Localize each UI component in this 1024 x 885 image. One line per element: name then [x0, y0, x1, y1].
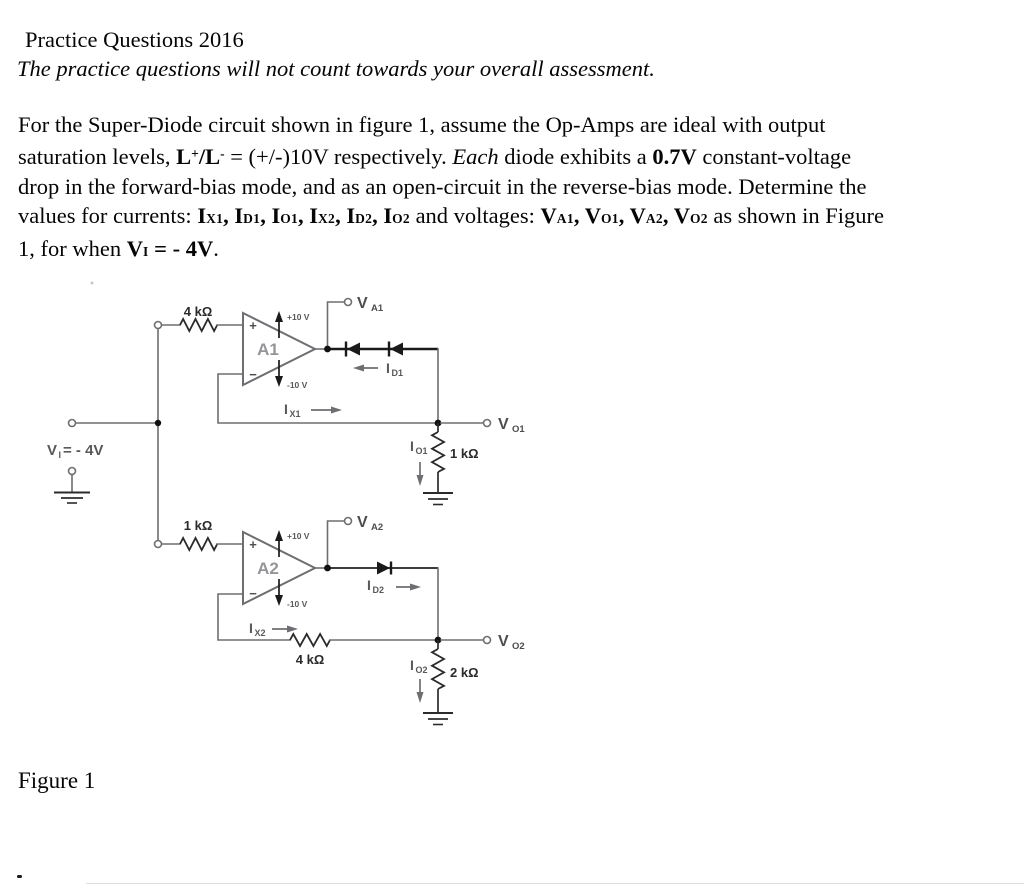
intro-paragraph: For the Super-Diode circuit shown in fig… [18, 110, 1022, 266]
node-dot [324, 345, 331, 353]
resistor-load1 [430, 431, 446, 473]
wire-va1-branch [326, 301, 345, 350]
io1-arrowhead [416, 475, 424, 486]
resistor-input1-label: 4 kΩ [184, 304, 213, 319]
page-bottom-edge [86, 883, 1024, 884]
node-terminal [153, 320, 163, 330]
intro-line: saturation levels, L+/L- = (+/-)10V resp… [18, 144, 852, 170]
ground-icon [423, 492, 453, 506]
minus-input-sign: − [249, 367, 257, 382]
supply-neg-arrowhead [275, 595, 283, 606]
page-title: Practice Questions 2016 [25, 27, 244, 52]
resistor-input2 [179, 536, 218, 552]
resistor-input2-label: 1 kΩ [184, 518, 213, 533]
io1-label: I [410, 438, 414, 454]
circuit-figure: V I = - 4V 4 kΩ + − A1 +10 V [47, 281, 525, 726]
id2-label-sub: D2 [373, 585, 385, 595]
wire-va2-branch [326, 520, 345, 569]
resistor-input1 [179, 317, 218, 333]
resistor-load1-label: 1 kΩ [450, 446, 479, 461]
ix1-label-sub: X1 [290, 409, 301, 419]
io2-label-sub: O2 [416, 665, 428, 675]
plus-input-sign: + [249, 318, 257, 333]
id1-label-sub: D1 [392, 368, 404, 378]
figure-caption: Figure 1 [18, 768, 96, 793]
ix2-arrowhead [287, 625, 298, 633]
resistor-load2-label: 2 kΩ [450, 665, 479, 680]
vo1-terminal [482, 418, 492, 428]
stage-a1: 4 kΩ + − A1 +10 V -10 V V A1 I [153, 295, 525, 506]
resistor-load2 [430, 648, 446, 690]
vin-label: V [47, 442, 57, 459]
intro-line: values for currents: IX1, ID1, IO1, IX2,… [18, 203, 885, 229]
junction-dot [154, 419, 162, 427]
minus-input-sign: − [249, 586, 257, 601]
vo2-label-sub: O2 [512, 641, 525, 652]
supply-neg-arrowhead [275, 376, 283, 387]
ix1-label: I [284, 401, 288, 417]
supply-neg-label: -10 V [287, 599, 308, 609]
intro-line: 1, for when VI = - 4V. [18, 235, 219, 261]
opamp-a2-label: A2 [257, 559, 279, 578]
ix1-arrowhead [331, 406, 342, 414]
ground-terminal [67, 466, 77, 476]
intro-line: For the Super-Diode circuit shown in fig… [18, 112, 826, 137]
io2-arrowhead [416, 692, 424, 703]
vo1-label-sub: O1 [512, 424, 525, 435]
intro-line: drop in the forward-bias mode, and as an… [18, 173, 867, 199]
diode2-icon [377, 561, 390, 575]
supply-pos-arrowhead [275, 311, 283, 322]
diode1b-icon [390, 342, 403, 356]
feedback-wire-a1 [217, 373, 439, 424]
vo2-label: V [498, 633, 509, 650]
vo2-terminal [482, 635, 492, 645]
ix2-label-sub: X2 [255, 628, 266, 638]
io1-label-sub: O1 [416, 446, 428, 456]
va2-label-sub: A2 [371, 522, 383, 533]
opamp-a1-label: A1 [257, 340, 279, 359]
supply-pos-label: +10 V [287, 312, 310, 322]
input-source: V I = - 4V [47, 327, 162, 541]
vin-label-sub: I [59, 450, 62, 460]
id2-label: I [367, 577, 371, 593]
resistor-feedback2-label: 4 kΩ [296, 652, 325, 667]
stage-a2: 1 kΩ + − A2 +10 V -10 V V A2 I D2 [153, 514, 525, 726]
input-terminal [67, 418, 77, 428]
ix2-label: I [249, 620, 253, 636]
vin-label-value: = - 4V [63, 442, 103, 459]
vo1-label: V [498, 416, 509, 433]
supply-neg-label: -10 V [287, 380, 308, 390]
node-terminal [153, 539, 163, 549]
resistor-feedback2 [289, 632, 331, 648]
supply-pos-label: +10 V [287, 531, 310, 541]
stray-mark [17, 875, 22, 878]
io2-label: I [410, 657, 414, 673]
id1-label: I [386, 360, 390, 376]
page-subtitle: The practice questions will not count to… [17, 56, 655, 81]
va1-label: V [357, 295, 368, 312]
va1-label-sub: A1 [371, 303, 384, 314]
ground-icon [54, 491, 90, 504]
diode1a-icon [347, 342, 360, 356]
plus-input-sign: + [249, 537, 257, 552]
ground-icon [423, 712, 453, 726]
id1-arrowhead [353, 364, 364, 372]
scan-artifact-dot [90, 281, 94, 285]
va2-label: V [357, 514, 368, 531]
node-dot [324, 564, 331, 572]
va2-terminal [343, 516, 353, 526]
va1-terminal [343, 297, 353, 307]
feedback-wire-a2 [217, 593, 291, 641]
supply-pos-arrowhead [275, 530, 283, 541]
id2-arrowhead [410, 583, 421, 591]
